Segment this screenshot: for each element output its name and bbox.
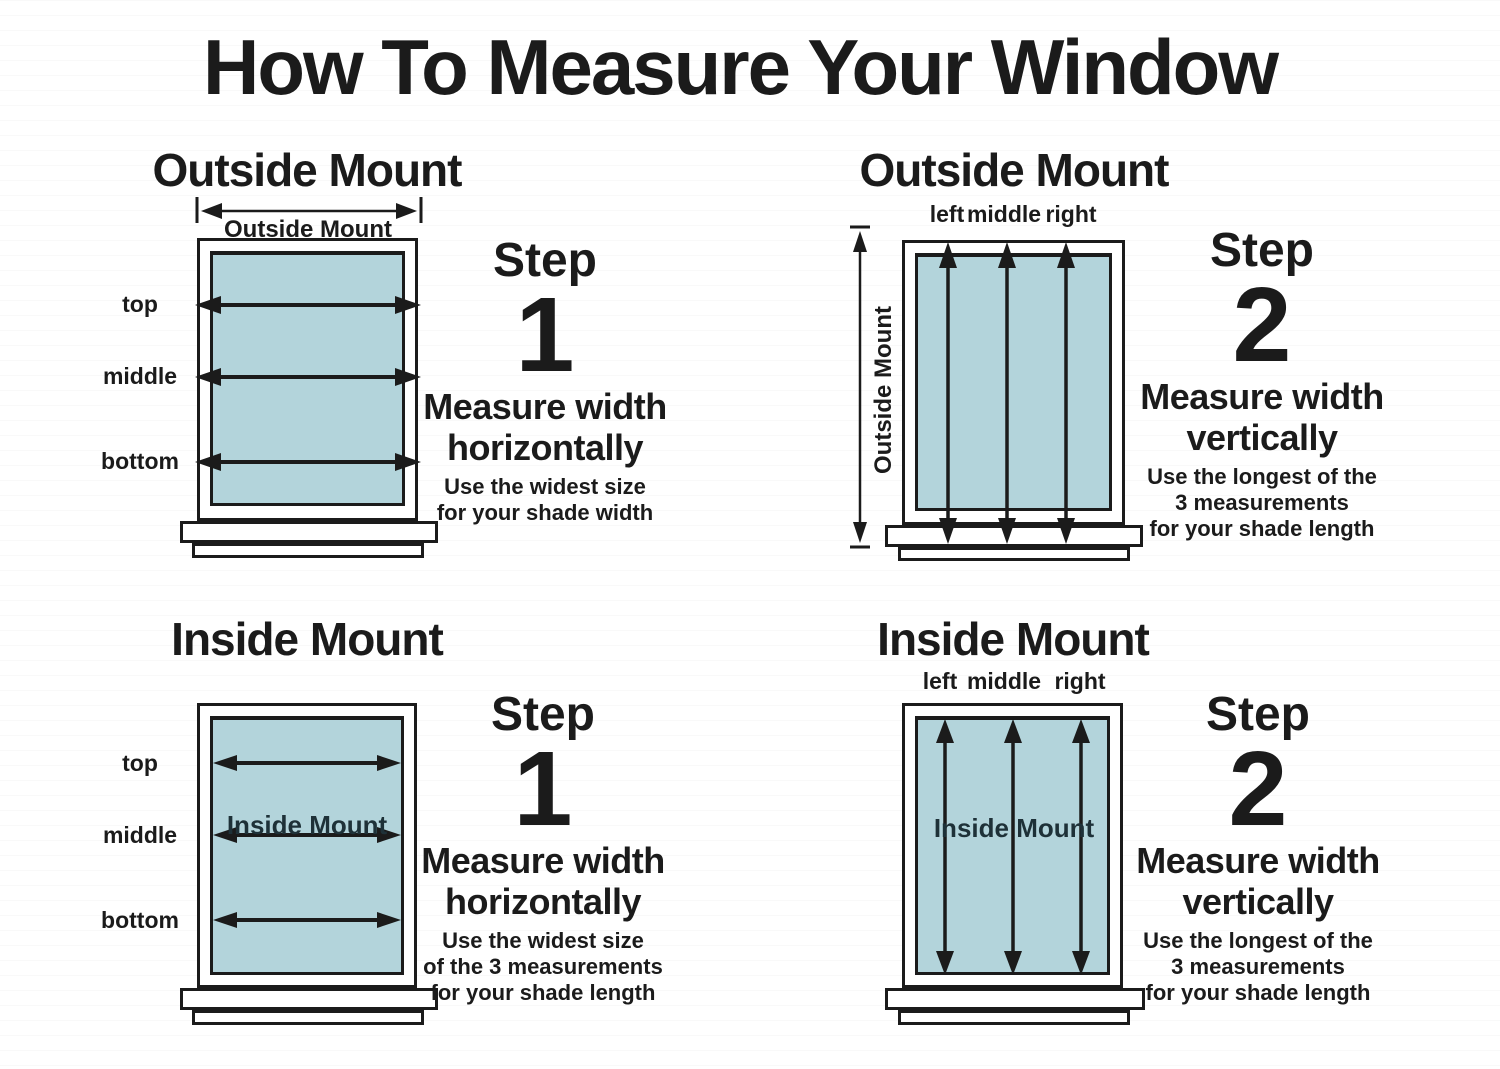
- measure-arrow-middle-icon: [998, 242, 1016, 544]
- step-block: Step 1 Measure width horizontally Use th…: [421, 691, 665, 1006]
- step-block: Step 1 Measure width horizontally Use th…: [423, 237, 667, 526]
- step-note-line: Use the longest of the: [1143, 928, 1373, 954]
- step-instruction-line2: horizontally: [446, 427, 644, 469]
- step-instruction-line1: Measure width: [1140, 375, 1384, 417]
- step-number: 1: [515, 276, 575, 394]
- quadrant-heading: Outside Mount: [152, 144, 463, 196]
- step-label: Step: [1205, 688, 1310, 741]
- row-label-middle: middle: [102, 822, 178, 848]
- window-frame: [197, 703, 417, 988]
- measure-arrow-middle-icon: [1004, 719, 1022, 975]
- step-note-line: for your shade length: [1145, 980, 1371, 1006]
- window-sill-bottom: [192, 1010, 424, 1025]
- step-instruction-line2: horizontally: [444, 881, 642, 923]
- step-instruction-line1: Measure width: [421, 839, 665, 881]
- measure-arrow-top-icon: [195, 296, 421, 314]
- measure-arrow-top-icon: [213, 755, 401, 771]
- window-sill-bottom: [898, 1010, 1130, 1025]
- measure-arrow-bottom-icon: [195, 453, 421, 471]
- row-label-middle: middle: [102, 363, 178, 389]
- step-number: 2: [1232, 266, 1292, 384]
- step-note-line: for your shade width: [436, 500, 654, 526]
- column-label-middle: middle: [966, 668, 1042, 694]
- step-instruction-line1: Measure width: [1136, 839, 1380, 881]
- step-block: Step 2 Measure width vertically Use the …: [1140, 227, 1384, 542]
- quadrant-heading: Inside Mount: [877, 613, 1150, 665]
- step-label: Step: [492, 234, 597, 287]
- measure-arrow-right-icon: [1072, 719, 1090, 975]
- step-note-line: Use the longest of the: [1147, 464, 1377, 490]
- window-sill-top: [885, 988, 1145, 1010]
- step-number: 2: [1228, 730, 1288, 848]
- quadrant-heading: Outside Mount: [859, 144, 1170, 196]
- step-note-line: 3 measurements: [1175, 490, 1349, 516]
- step-instruction-line2: vertically: [1182, 881, 1334, 923]
- window-sill-bottom: [192, 543, 424, 558]
- height-dimension-arrow-icon: [850, 225, 870, 549]
- measure-arrow-left-icon: [939, 242, 957, 544]
- window-pane: [210, 716, 404, 975]
- step-note-line: Use the widest size: [442, 928, 644, 954]
- column-label-left: left: [929, 201, 965, 227]
- width-dimension-arrow-icon: [195, 197, 423, 223]
- column-label-right: right: [1054, 668, 1106, 694]
- step-notes: Use the longest of the 3 measurements fo…: [1136, 928, 1380, 1006]
- step-notes: Use the widest size for your shade width: [423, 474, 667, 526]
- row-label-top: top: [122, 750, 158, 776]
- side-dimension-label: Outside Mount: [870, 306, 897, 474]
- step-instruction-line1: Measure width: [423, 385, 667, 427]
- measure-arrow-left-icon: [936, 719, 954, 975]
- page-title: How To Measure Your Window: [202, 23, 1279, 111]
- pane-label: Inside Mount: [933, 813, 1095, 843]
- step-label: Step: [1209, 224, 1314, 277]
- step-block: Step 2 Measure width vertically Use the …: [1136, 691, 1380, 1006]
- window-sill-top: [180, 988, 438, 1010]
- step-notes: Use the widest size of the 3 measurement…: [421, 928, 665, 1006]
- step-note-line: for your shade length: [430, 980, 656, 1006]
- measure-arrow-right-icon: [1057, 242, 1075, 544]
- step-note-line: Use the widest size: [444, 474, 646, 500]
- measure-arrow-middle-icon: [195, 368, 421, 386]
- measure-arrow-bottom-icon: [213, 912, 401, 928]
- pane-label: Inside Mount: [226, 810, 388, 840]
- step-number: 1: [513, 730, 573, 848]
- window-sill-top: [180, 521, 438, 543]
- step-note-line: of the 3 measurements: [423, 954, 663, 980]
- column-label-left: left: [922, 668, 958, 694]
- quadrant-heading: Inside Mount: [171, 613, 444, 665]
- column-label-middle: middle: [966, 201, 1042, 227]
- step-notes: Use the longest of the 3 measurements fo…: [1140, 464, 1384, 542]
- row-label-top: top: [122, 291, 158, 317]
- step-note-line: for your shade length: [1149, 516, 1375, 542]
- window-sill-bottom: [898, 547, 1130, 561]
- step-label: Step: [490, 688, 595, 741]
- step-instruction-line2: vertically: [1186, 417, 1338, 459]
- measure-arrow-middle-icon: [213, 827, 401, 843]
- row-label-bottom: bottom: [101, 907, 179, 933]
- step-note-line: 3 measurements: [1171, 954, 1345, 980]
- column-label-right: right: [1045, 201, 1097, 227]
- row-label-bottom: bottom: [101, 448, 179, 474]
